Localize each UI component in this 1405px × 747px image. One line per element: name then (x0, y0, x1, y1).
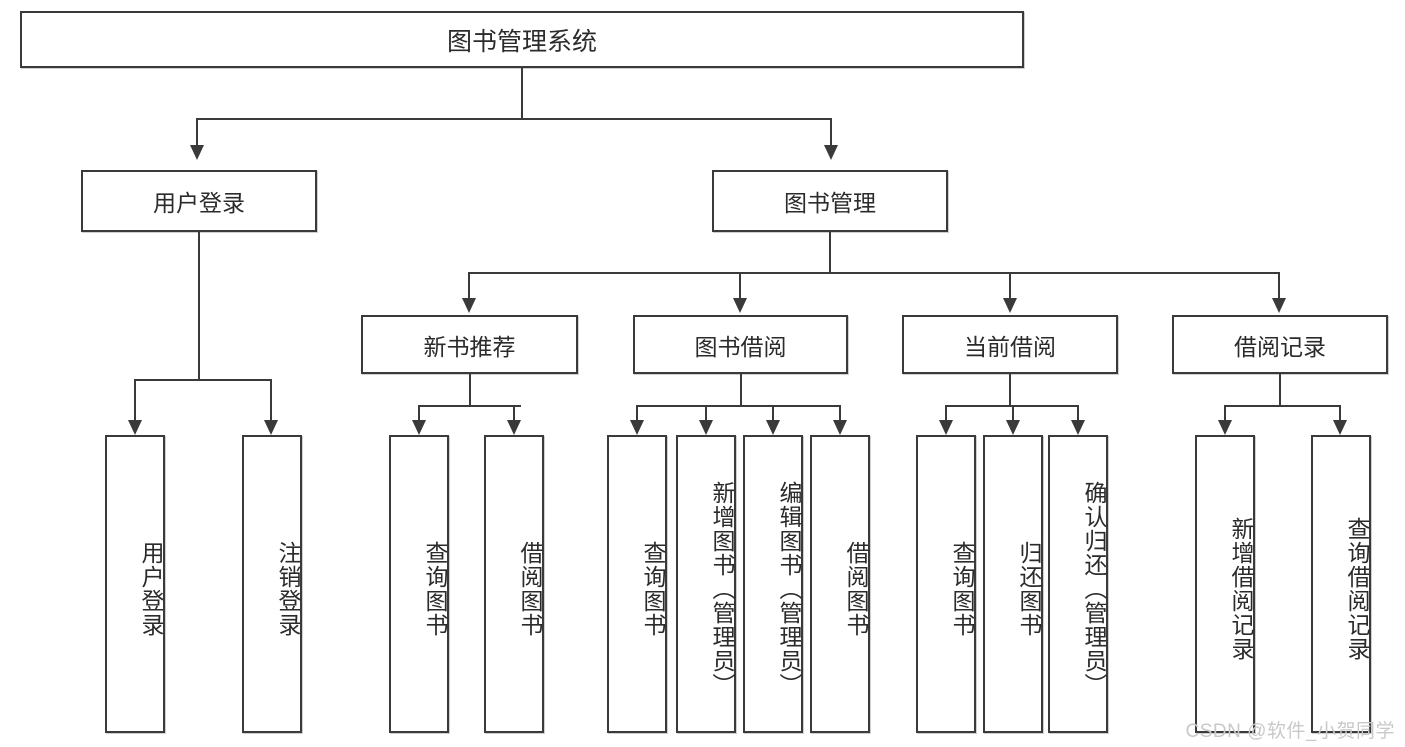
arrow-to-borrow-record (1272, 298, 1286, 313)
connector-user-login-stem (198, 232, 200, 380)
node-label: 归还图书 (1016, 541, 1042, 637)
node-label: 确认归还（管理员） (1081, 481, 1107, 697)
node-label: 用户登录 (138, 541, 164, 637)
connector-user-login-drop-1 (134, 379, 136, 420)
connector-user-login-bus (134, 379, 270, 381)
node-borrow-record[interactable]: 借阅记录 (1172, 315, 1388, 374)
connector-root-bus (196, 118, 832, 120)
arrow-to-leaf-return-book (1006, 420, 1020, 435)
arrow-to-current-borrow (1003, 298, 1017, 313)
node-label: 查询图书 (949, 541, 975, 637)
arrow-to-leaf-add-borrow-record (1218, 420, 1232, 435)
node-new-book-recommend[interactable]: 新书推荐 (361, 315, 578, 374)
connector-user-login-drop-2 (270, 379, 272, 420)
arrow-to-leaf-user-login (128, 420, 142, 435)
arrow-to-leaf-logout-login (264, 420, 278, 435)
leaf-query-book-3[interactable]: 查询图书 (916, 435, 976, 733)
leaf-user-login[interactable]: 用户登录 (105, 435, 165, 733)
connector-root-drop-left (196, 118, 198, 145)
connector-book-borrow-drop-2 (705, 405, 707, 420)
connector-new-book-stem (469, 374, 471, 406)
node-label: 编辑图书（管理员） (776, 481, 802, 697)
leaf-confirm-return-admin[interactable]: 确认归还（管理员） (1048, 435, 1108, 733)
arrow-to-leaf-borrow-book-2 (833, 420, 847, 435)
connector-borrow-record-bus (1224, 405, 1341, 407)
connector-new-book-bus (418, 405, 521, 407)
arrow-to-leaf-edit-book-admin (766, 420, 780, 435)
arrow-to-book-management (824, 145, 838, 160)
connector-book-borrow-drop-1 (636, 405, 638, 420)
arrow-to-leaf-query-book-3 (939, 420, 953, 435)
connector-current-borrow-drop-3 (1077, 405, 1079, 420)
arrow-to-leaf-confirm-return-admin (1071, 420, 1085, 435)
node-user-login[interactable]: 用户登录 (81, 170, 317, 232)
node-label: 用户登录 (153, 190, 245, 216)
leaf-borrow-book-1[interactable]: 借阅图书 (484, 435, 544, 733)
node-label: 新增图书（管理员） (709, 481, 735, 697)
connector-new-book-drop-1 (418, 405, 420, 420)
arrow-to-leaf-query-book-1 (412, 420, 426, 435)
leaf-edit-book-admin[interactable]: 编辑图书（管理员） (743, 435, 803, 733)
node-root-book-management-system[interactable]: 图书管理系统 (20, 11, 1024, 68)
arrow-to-leaf-borrow-book-1 (507, 420, 521, 435)
node-label: 注销登录 (275, 541, 301, 637)
node-label: 查询借阅记录 (1344, 517, 1370, 661)
connector-level3-drop-1 (468, 272, 470, 298)
connector-current-borrow-stem (1009, 374, 1011, 406)
connector-new-book-drop-2 (513, 405, 515, 420)
node-label: 图书借阅 (694, 333, 787, 360)
arrow-to-leaf-query-borrow-record (1333, 420, 1347, 435)
node-label: 当前借阅 (964, 333, 1056, 360)
node-book-management[interactable]: 图书管理 (712, 170, 948, 232)
connector-current-borrow-drop-1 (945, 405, 947, 420)
connector-book-borrow-bus (636, 405, 841, 407)
connector-borrow-record-stem (1279, 374, 1281, 406)
node-label: 查询图书 (640, 541, 666, 637)
connector-borrow-record-drop-2 (1339, 405, 1341, 420)
connector-borrow-record-drop-1 (1224, 405, 1226, 420)
arrow-to-leaf-add-book-admin (699, 420, 713, 435)
connector-book-management-stem (829, 232, 831, 273)
connector-level3-drop-4 (1278, 272, 1280, 298)
connector-book-borrow-stem (740, 374, 742, 406)
connector-level3-drop-3 (1009, 272, 1011, 298)
connector-level3-bus (468, 272, 1280, 274)
node-current-borrow[interactable]: 当前借阅 (902, 315, 1118, 374)
node-label: 借阅记录 (1234, 333, 1326, 360)
leaf-return-book[interactable]: 归还图书 (983, 435, 1043, 733)
arrow-to-new-book-recommend (462, 298, 476, 313)
connector-book-borrow-drop-4 (839, 405, 841, 420)
connector-root-stem (521, 68, 523, 119)
leaf-add-borrow-record[interactable]: 新增借阅记录 (1195, 435, 1255, 733)
leaf-logout-login[interactable]: 注销登录 (242, 435, 302, 733)
node-label: 新增借阅记录 (1228, 517, 1254, 661)
connector-book-borrow-drop-3 (772, 405, 774, 420)
arrow-to-book-borrow (733, 298, 747, 313)
leaf-query-borrow-record[interactable]: 查询借阅记录 (1311, 435, 1371, 733)
leaf-borrow-book-2[interactable]: 借阅图书 (810, 435, 870, 733)
leaf-query-book-1[interactable]: 查询图书 (389, 435, 449, 733)
connector-current-borrow-drop-2 (1012, 405, 1014, 420)
node-label: 查询图书 (422, 541, 448, 637)
leaf-add-book-admin[interactable]: 新增图书（管理员） (676, 435, 736, 733)
node-book-borrow[interactable]: 图书借阅 (633, 315, 848, 374)
leaf-query-book-2[interactable]: 查询图书 (607, 435, 667, 733)
connector-level3-drop-2 (739, 272, 741, 298)
arrow-to-user-login (190, 145, 204, 160)
node-label: 新书推荐 (423, 333, 516, 360)
arrow-to-leaf-query-book-2 (630, 420, 644, 435)
node-label: 图书管理 (784, 190, 876, 216)
connector-root-drop-right (830, 118, 832, 145)
node-label: 借阅图书 (517, 541, 543, 637)
node-label: 图书管理系统 (446, 27, 597, 56)
node-label: 借阅图书 (843, 541, 869, 637)
